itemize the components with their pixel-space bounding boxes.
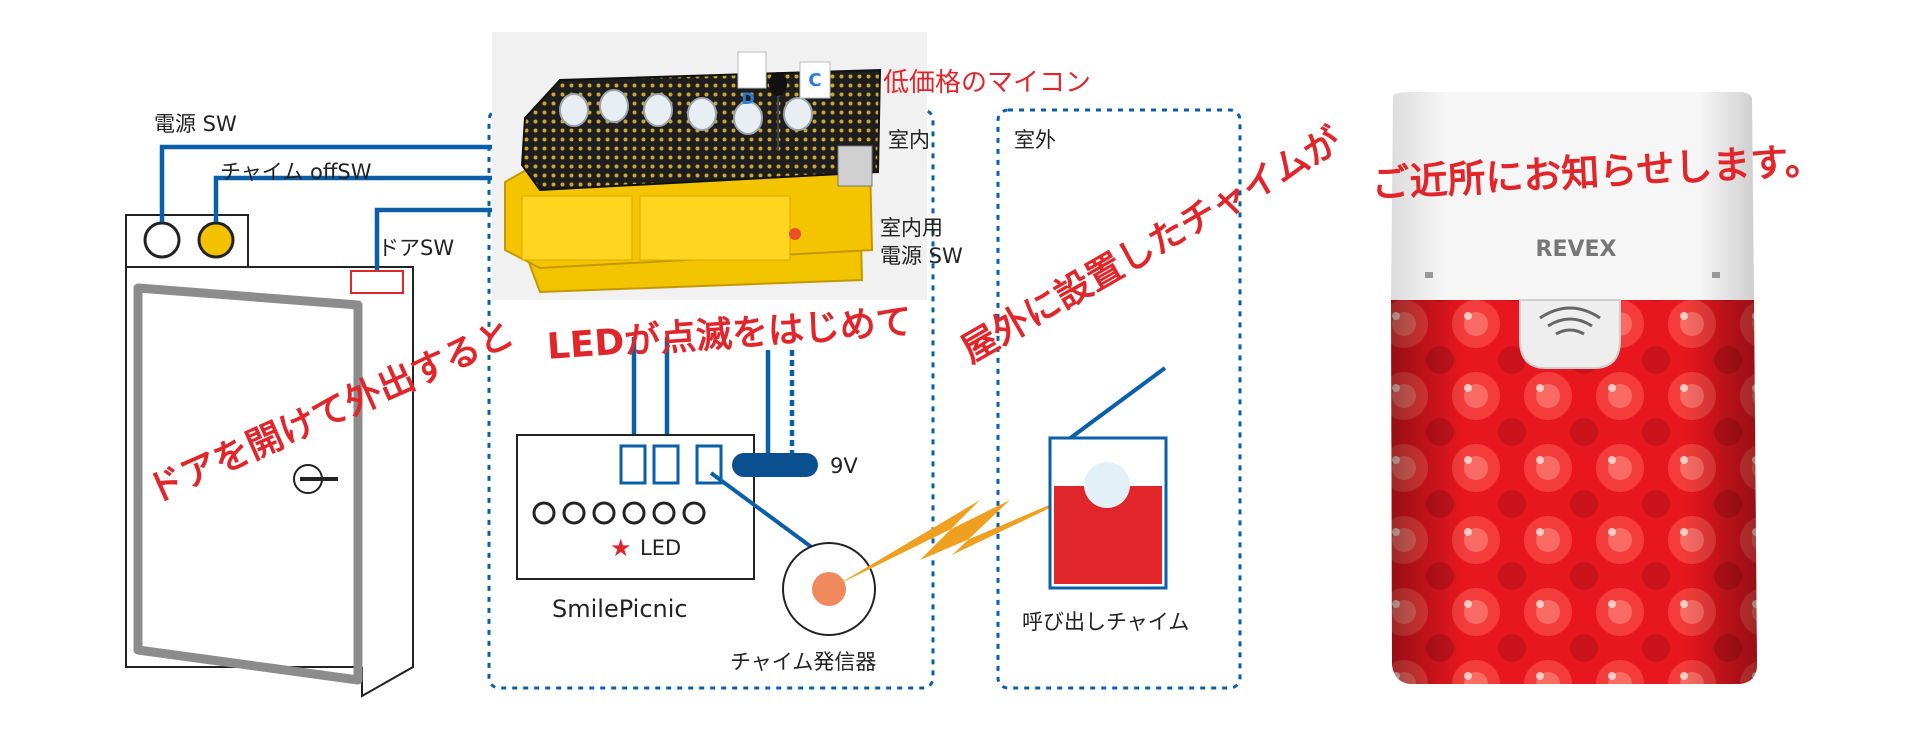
- board-name-label: SmilePicnic: [552, 595, 688, 623]
- indoor-power-label-1: 室内用: [880, 216, 943, 240]
- radio-signal-bolt: [837, 480, 1108, 585]
- transmitter-label: チャイム発信器: [730, 650, 877, 674]
- chime-off-switch: [197, 221, 235, 259]
- chime-transmitter: [709, 471, 876, 636]
- smilepicnic-board: [516, 434, 755, 580]
- power-sw-label: 電源 SW: [154, 112, 237, 136]
- door: [125, 266, 414, 698]
- battery-9v: [732, 453, 818, 477]
- brand-logo: REVEX: [1536, 237, 1617, 262]
- pcb-label-c: C: [808, 70, 821, 91]
- outdoor-zone: [996, 108, 1242, 690]
- door-sensor: [350, 270, 404, 294]
- chime-photo: REVEX: [1391, 92, 1757, 684]
- mcu-photo: C D: [492, 32, 927, 300]
- led-star-icon: ★: [610, 534, 632, 562]
- indoor-power-label-2: 電源 SW: [880, 244, 963, 268]
- led-label: LED: [640, 536, 682, 560]
- door-lock-icon: [293, 464, 338, 494]
- indoor-label: 室内: [888, 128, 930, 152]
- outdoor-label: 室外: [1014, 128, 1056, 152]
- mcu-label: 低価格のマイコン: [883, 68, 1092, 98]
- pcb-label-d: D: [741, 89, 754, 108]
- power-switch: [143, 221, 181, 259]
- switch-wires: [159, 144, 500, 270]
- sound-wave-icon: [1539, 306, 1601, 336]
- door-sw-label: ドアSW: [378, 236, 455, 260]
- switch-box: [125, 214, 249, 268]
- battery-label: 9V: [830, 454, 858, 478]
- led-row: [532, 501, 706, 525]
- receiver-label: 呼び出しチャイム: [1022, 610, 1190, 634]
- chime-receiver: [1048, 366, 1168, 590]
- chime-off-sw-label: チャイム offSW: [220, 160, 372, 184]
